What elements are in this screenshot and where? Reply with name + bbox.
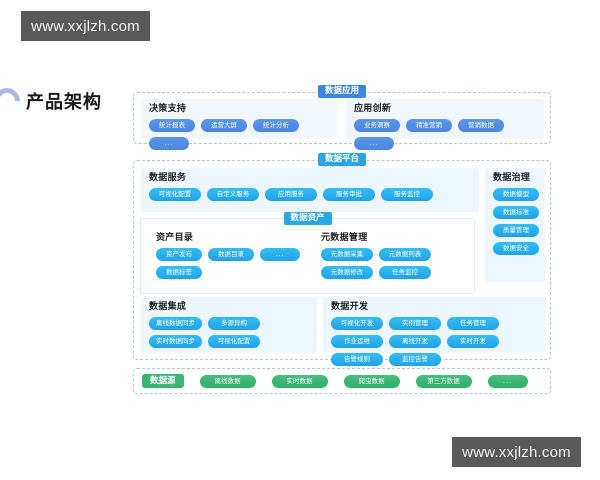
- pill-row-data-governance: 数据模型 数据标准 质量管理 数据安全: [493, 188, 539, 255]
- pill-item[interactable]: 应用服务: [265, 188, 317, 201]
- pill-item[interactable]: 实时数据同步: [149, 335, 202, 348]
- layer-label-data-platform: 数据平台: [317, 153, 367, 166]
- pill-item[interactable]: 服务监控: [381, 188, 433, 201]
- pill-item[interactable]: 服务审批: [323, 188, 375, 201]
- page-title: 产品架构: [26, 92, 102, 113]
- pill-item-more[interactable]: ...: [487, 374, 528, 388]
- group-title-data-service: 数据服务: [149, 173, 187, 183]
- pill-item[interactable]: 第三方数据: [415, 374, 472, 388]
- pill-item[interactable]: 多源异构: [208, 317, 260, 330]
- group-title-metadata-management: 元数据管理: [321, 233, 368, 243]
- pill-item[interactable]: 任务管理: [447, 317, 499, 330]
- pill-row-decision-support: 统计报表 运营大屏 统计分析 ...: [149, 119, 329, 150]
- group-title-application-innovation: 应用创新: [354, 104, 392, 114]
- pill-item[interactable]: 数据标签: [156, 266, 202, 279]
- watermark-bottom: www.xxjlzh.com: [452, 437, 581, 467]
- pill-row-data-service: 可视化配置 自定义服务 应用服务 服务审批 服务监控: [149, 188, 471, 201]
- pill-item[interactable]: 运营大屏: [201, 119, 247, 132]
- group-title-asset-catalog: 资产目录: [156, 233, 194, 243]
- group-asset-catalog: 资产目录 资产发布 数据目录 ... 数据标签: [148, 228, 308, 288]
- pill-row-asset-catalog: 资产发布 数据目录 ... 数据标签: [156, 248, 300, 279]
- pill-item[interactable]: 告警规则: [331, 353, 383, 366]
- pill-item[interactable]: 可视化配置: [208, 335, 260, 348]
- pill-item[interactable]: 数据安全: [493, 242, 539, 255]
- pill-item[interactable]: 离线数据: [199, 374, 256, 388]
- pill-item[interactable]: 资产发布: [156, 248, 202, 261]
- pill-row-data-integration: 离线数据同步 多源异构 实时数据同步 可视化配置: [149, 317, 309, 348]
- layer-data-platform: 数据平台 数据服务 可视化配置 自定义服务 应用服务 服务审批 服务监控 数据治…: [133, 153, 551, 366]
- pill-item[interactable]: 元数据采集: [321, 248, 373, 261]
- pill-item[interactable]: 数据标准: [493, 206, 539, 219]
- pill-item[interactable]: 可视化配置: [149, 188, 201, 201]
- pill-item[interactable]: 元数据列表: [379, 248, 431, 261]
- layer-label-data-source: 数据源: [142, 373, 184, 389]
- pill-item[interactable]: 实时开发: [447, 335, 499, 348]
- group-label-data-asset: 数据资产: [283, 212, 332, 225]
- pill-item[interactable]: 任务监控: [379, 266, 431, 279]
- layer-data-application: 数据应用 决策支持 统计报表 运营大屏 统计分析 ... 应用创新 业务洞察 精…: [133, 85, 551, 150]
- pill-item-more[interactable]: ...: [354, 137, 394, 150]
- pill-item[interactable]: 离线开发: [389, 335, 441, 348]
- pill-item[interactable]: 实时数据: [271, 374, 328, 388]
- pill-item[interactable]: 离线数据同步: [149, 317, 202, 330]
- group-data-service: 数据服务 可视化配置 自定义服务 应用服务 服务审批 服务监控: [141, 168, 479, 212]
- layer-data-source: 数据源 离线数据 实时数据 爬虫数据 第三方数据 ...: [133, 368, 551, 394]
- pill-item[interactable]: 数据模型: [493, 188, 539, 201]
- group-title-data-development: 数据开发: [331, 302, 369, 312]
- pill-item[interactable]: 统计分析: [253, 119, 299, 132]
- group-metadata-management: 元数据管理 元数据采集 元数据列表 元数据修改 任务监控: [313, 228, 469, 288]
- pill-row-data-development: 可视化开发 实例管理 任务管理 作业运维 离线开发 实时开发 告警规则 监控告警: [331, 317, 537, 366]
- pill-item[interactable]: 作业运维: [331, 335, 383, 348]
- pill-item[interactable]: 质量管理: [493, 224, 539, 237]
- pill-item[interactable]: 爬虫数据: [343, 374, 400, 388]
- group-decision-support: 决策支持 统计报表 运营大屏 统计分析 ...: [141, 99, 337, 150]
- pill-item[interactable]: 精准营销: [406, 119, 452, 132]
- group-title-decision-support: 决策支持: [149, 104, 187, 114]
- pill-item[interactable]: 营销数据: [458, 119, 504, 132]
- group-title-data-governance: 数据治理: [493, 173, 531, 183]
- pill-item-more[interactable]: ...: [149, 137, 189, 150]
- group-application-innovation: 应用创新 业务洞察 精准营销 营销数据 ...: [346, 99, 544, 150]
- group-data-governance: 数据治理 数据模型 数据标准 质量管理 数据安全: [485, 168, 545, 282]
- layer-label-data-application: 数据应用: [317, 85, 367, 98]
- pill-item[interactable]: 业务洞察: [354, 119, 400, 132]
- watermark-top: www.xxjlzh.com: [21, 11, 150, 41]
- group-title-data-integration: 数据集成: [149, 302, 187, 312]
- group-data-integration: 数据集成 离线数据同步 多源异构 实时数据同步 可视化配置: [141, 297, 317, 353]
- pill-item[interactable]: 元数据修改: [321, 266, 373, 279]
- group-data-asset: 数据资产 资产目录 资产发布 数据目录 ... 数据标签 元数据管理 元数据采集…: [140, 212, 475, 294]
- pill-row-application-innovation: 业务洞察 精准营销 营销数据 ...: [354, 119, 536, 150]
- page-title-block: 产品架构: [0, 82, 102, 120]
- pill-item[interactable]: 实例管理: [389, 317, 441, 330]
- pill-item[interactable]: 自定义服务: [207, 188, 259, 201]
- group-data-development: 数据开发 可视化开发 实例管理 任务管理 作业运维 离线开发 实时开发 告警规则…: [323, 297, 545, 366]
- pill-row-data-source: 离线数据 实时数据 爬虫数据 第三方数据 ...: [199, 374, 528, 388]
- pill-item[interactable]: 数据目录: [208, 248, 254, 261]
- pill-row-metadata-management: 元数据采集 元数据列表 元数据修改 任务监控: [321, 248, 461, 279]
- ring-logo-icon: [0, 82, 26, 120]
- pill-item[interactable]: 统计报表: [149, 119, 195, 132]
- pill-item[interactable]: 可视化开发: [331, 317, 383, 330]
- pill-item-more[interactable]: ...: [260, 248, 300, 261]
- pill-item[interactable]: 监控告警: [389, 353, 441, 366]
